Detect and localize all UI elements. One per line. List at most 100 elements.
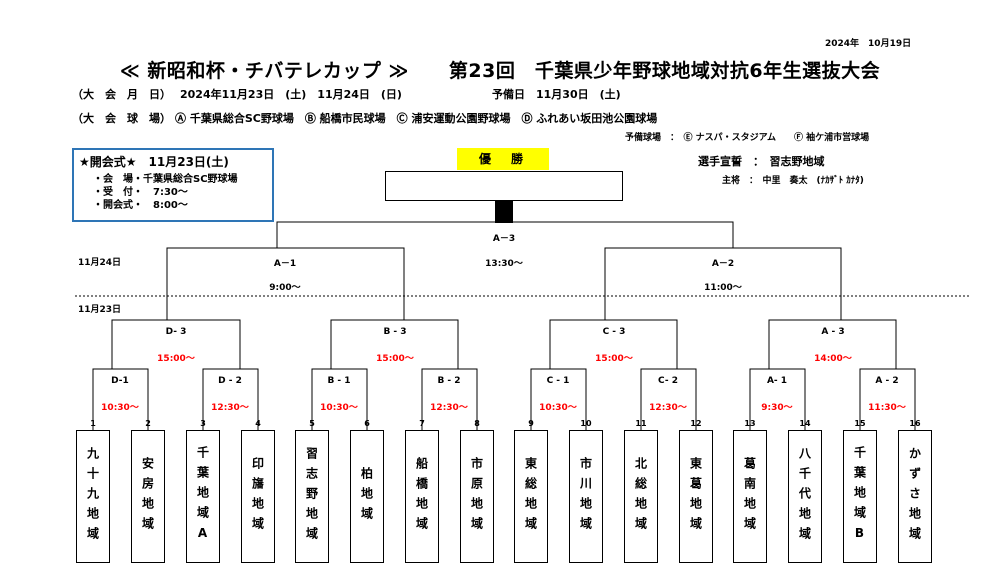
seed-number: 13 <box>744 419 756 428</box>
champion-stem <box>495 201 513 223</box>
team-name: 八千代地域 <box>797 446 812 547</box>
seed-number: 4 <box>255 419 261 428</box>
schedule-label: （大 会 月 日） <box>72 88 171 101</box>
round1-match-3-time: 10:30～ <box>320 403 358 413</box>
seed-number: 16 <box>909 419 921 428</box>
reserve-venues: 予備球場 ： Ⓔ ナスパ・スタジアム Ⓕ 袖ケ浦市営球場 <box>625 133 870 143</box>
final-match-name: A－3 <box>492 234 516 244</box>
team-box: 千葉地域A <box>186 430 220 563</box>
round1-match-8-name: A - 2 <box>875 376 899 386</box>
team-box: かずさ地域 <box>898 430 932 563</box>
team-box: 市川地域 <box>569 430 603 563</box>
quarter-4-time: 14:00～ <box>814 354 852 364</box>
seed-number: 3 <box>200 419 206 428</box>
semi-1-bracket <box>166 247 405 320</box>
venue-label: （大 会 球 場） <box>72 112 171 125</box>
round1-match-8-time: 11:30～ <box>868 403 906 413</box>
day1-label: 11月23日 <box>78 305 122 315</box>
captain: 主将 ： 中里 奏太 (ﾅｶｻﾞﾄ ｶﾅﾀ) <box>722 176 864 186</box>
quarter-2-time: 15:00～ <box>376 354 414 364</box>
team-box: 東葛地域 <box>679 430 713 563</box>
team-box: 安房地域 <box>131 430 165 563</box>
seed-number: 12 <box>690 419 702 428</box>
team-box: 葛南地域 <box>733 430 767 563</box>
team-name: 千葉地域B <box>852 445 867 548</box>
champion-label: 優 勝 <box>457 148 549 170</box>
opening-ceremony-box: ★開会式★ 11月23日(土) ・会 場・千葉県総合SC野球場 ・受 付・ 7:… <box>72 148 274 222</box>
team-box: 九十九地域 <box>76 430 110 563</box>
team-name: 安房地域 <box>140 456 155 537</box>
team-box: 習志野地域 <box>295 430 329 563</box>
team-name: 印旛地域 <box>250 456 265 537</box>
quarter-3-time: 15:00～ <box>595 354 633 364</box>
day2-label: 11月24日 <box>78 258 122 268</box>
round1-match-2-time: 12:30～ <box>211 403 249 413</box>
player-oath: 選手宣誓 ： 習志野地域 <box>698 155 825 168</box>
seed-number: 14 <box>799 419 811 428</box>
round1-match-1-time: 10:30～ <box>101 403 139 413</box>
schedule-dates: 2024年11月23日 (土) 11月24日 (日) <box>180 88 402 101</box>
team-name: 千葉地域A <box>195 445 210 548</box>
seed-number: 11 <box>635 419 647 428</box>
round1-match-6-time: 12:30～ <box>649 403 687 413</box>
team-box: 東総地域 <box>514 430 548 563</box>
opening-title: ★開会式★ 11月23日(土) <box>79 155 229 169</box>
quarter-1-name: D- 3 <box>165 327 187 337</box>
semi-2-time: 11:00～ <box>704 283 742 293</box>
team-box: 千葉地域B <box>843 430 877 563</box>
quarter-1-time: 15:00～ <box>157 354 195 364</box>
team-name: 東総地域 <box>523 456 538 537</box>
round1-match-2-name: D - 2 <box>218 376 242 386</box>
semi-2-name: A－2 <box>711 259 735 269</box>
team-name: 柏地域 <box>359 466 374 527</box>
seed-number: 2 <box>145 419 151 428</box>
round1-match-1-name: D-1 <box>111 376 129 386</box>
seed-number: 9 <box>528 419 534 428</box>
seed-number: 6 <box>364 419 370 428</box>
team-name: 葛南地域 <box>742 456 757 537</box>
quarter-2-name: B - 3 <box>383 327 407 337</box>
champion-box <box>385 171 623 201</box>
team-box: 船橋地域 <box>405 430 439 563</box>
semi-1-name: A－1 <box>273 259 297 269</box>
round1-match-5-time: 10:30～ <box>539 403 577 413</box>
round1-match-6-name: C- 2 <box>658 376 678 386</box>
tournament-name: 第23回 千葉県少年野球地域対抗6年生選抜大会 <box>448 60 881 82</box>
team-name: 市川地域 <box>578 456 593 537</box>
round1-match-7-name: A- 1 <box>766 376 788 386</box>
seed-number: 1 <box>90 419 96 428</box>
round1-match-3-name: B - 1 <box>327 376 351 386</box>
team-box: 柏地域 <box>350 430 384 563</box>
document-date: 2024年 10月19日 <box>825 39 912 49</box>
opening-venue: ・会 場・千葉県総合SC野球場 <box>93 174 238 185</box>
opening-ceremony-time: ・開会式・ 8:00～ <box>93 200 188 211</box>
page-title: ≪ 新昭和杯・チバテレカップ ≫ 第23回 千葉県少年野球地域対抗6年生選抜大会 <box>0 56 1000 83</box>
team-box: 八千代地域 <box>788 430 822 563</box>
seed-number: 10 <box>580 419 592 428</box>
team-name: 習志野地域 <box>304 446 319 547</box>
seed-number: 5 <box>309 419 315 428</box>
reserve-date: 予備日 11月30日 (土) <box>492 88 621 101</box>
round1-match-4-time: 12:30～ <box>430 403 468 413</box>
quarter-3-name: C - 3 <box>602 327 626 337</box>
final-match-time: 13:30～ <box>485 259 523 269</box>
seed-number: 15 <box>854 419 866 428</box>
quarter-4-name: A - 3 <box>821 327 845 337</box>
semi-2-bracket <box>604 247 842 320</box>
team-name: かずさ地域 <box>907 446 922 547</box>
cup-name: ≪ 新昭和杯・チバテレカップ ≫ <box>119 60 409 82</box>
team-box: 北総地域 <box>624 430 658 563</box>
round1-match-7-time: 9:30～ <box>761 403 793 413</box>
team-name: 船橋地域 <box>414 456 429 537</box>
team-name: 北総地域 <box>633 456 648 537</box>
team-name: 東葛地域 <box>688 456 703 537</box>
opening-reception: ・受 付・ 7:30～ <box>93 187 188 198</box>
team-box: 印旛地域 <box>241 430 275 563</box>
seed-number: 7 <box>419 419 425 428</box>
team-name: 市原地域 <box>469 456 484 537</box>
round1-match-5-name: C - 1 <box>546 376 570 386</box>
venue-list: Ⓐ 千葉県総合SC野球場 Ⓑ 船橋市民球場 Ⓒ 浦安運動公園野球場 Ⓓ ふれあい… <box>175 112 658 125</box>
team-box: 市原地域 <box>460 430 494 563</box>
round1-match-4-name: B - 2 <box>437 376 461 386</box>
seed-number: 8 <box>474 419 480 428</box>
